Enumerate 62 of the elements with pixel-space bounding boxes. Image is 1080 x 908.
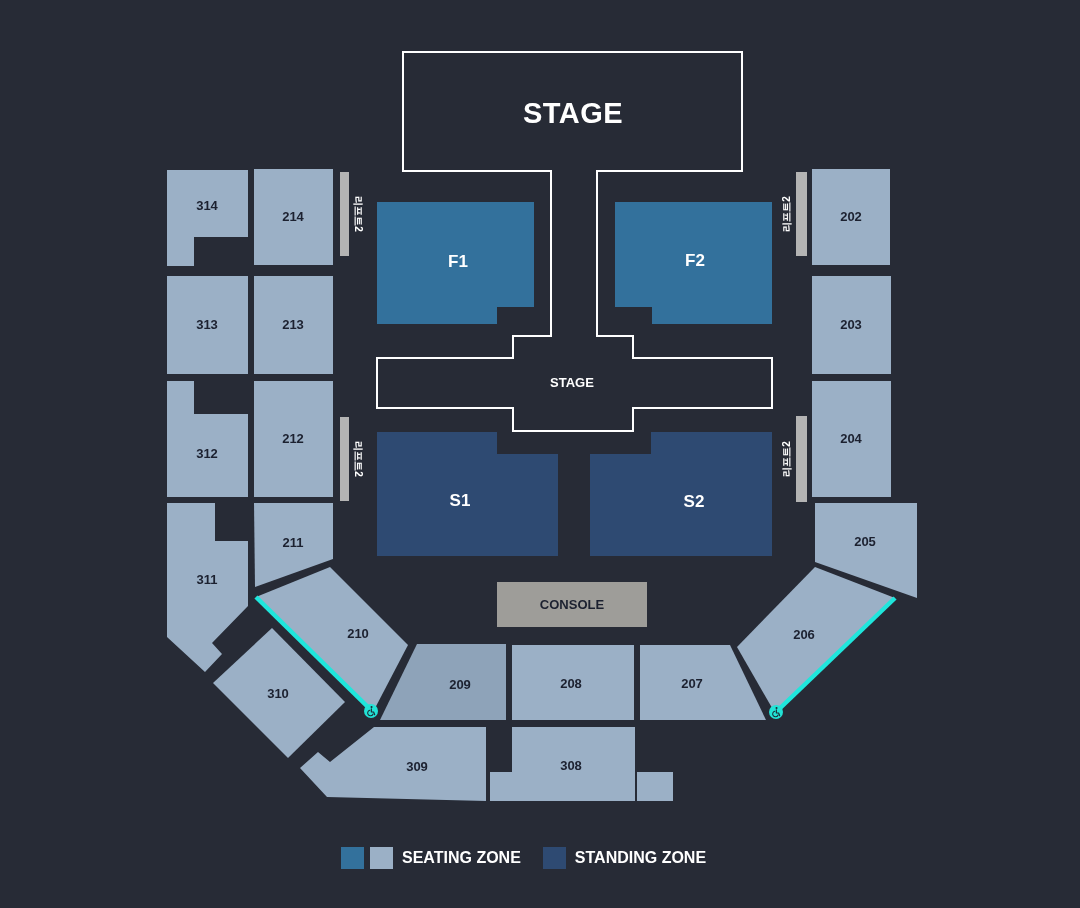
- section-number: 212: [282, 431, 304, 445]
- seating-section: [512, 645, 634, 720]
- lift-label: 리프트2: [353, 441, 363, 477]
- section-number: 207: [681, 676, 703, 690]
- legend-label: SEATING ZONE: [402, 850, 521, 866]
- section-number: 313: [196, 317, 218, 331]
- section-number: 213: [282, 317, 304, 331]
- section-number: 210: [347, 626, 369, 640]
- section-number: 214: [282, 209, 304, 223]
- section-number: 206: [793, 627, 815, 641]
- seating-section: [167, 170, 248, 266]
- seating-section: [640, 645, 766, 720]
- section-number: 208: [560, 676, 582, 690]
- section-number: 205: [854, 534, 876, 548]
- lift-bar: [796, 416, 807, 502]
- lift-bar: [340, 172, 349, 256]
- stage-outline: [377, 52, 772, 431]
- floor-seating-block: [615, 202, 772, 324]
- console-area: [497, 582, 647, 627]
- seating-section: [812, 276, 891, 374]
- seating-section: [254, 169, 333, 265]
- section-number: 312: [196, 446, 218, 460]
- section-number: 211: [282, 535, 304, 549]
- section-number: 308: [560, 758, 582, 772]
- seating-section: [167, 381, 248, 497]
- seating-section: [637, 772, 673, 801]
- seating-section: [300, 727, 486, 801]
- seating-section: [490, 727, 635, 801]
- section-number: 203: [840, 317, 862, 331]
- lift-bar: [796, 172, 807, 256]
- zone-label: S1: [449, 491, 471, 509]
- seating-section: [167, 503, 248, 672]
- zone-label: S2: [683, 492, 705, 510]
- lift-bar: [340, 417, 349, 501]
- console-label: CONSOLE: [539, 597, 605, 611]
- section-number: 311: [196, 572, 218, 586]
- stage-label: STAGE: [522, 98, 624, 128]
- section-number: 209: [449, 677, 471, 691]
- seating-section: [254, 503, 333, 587]
- stage-label: STAGE: [550, 375, 594, 389]
- section-number: 309: [406, 759, 428, 773]
- standing-zone-block: [590, 432, 772, 556]
- section-number: 204: [840, 431, 862, 445]
- seating-section: [815, 503, 917, 598]
- seating-section: [812, 169, 890, 265]
- zone-label: F2: [685, 251, 705, 269]
- zone-label: F1: [448, 252, 468, 270]
- standing-zone-block: [377, 432, 558, 556]
- floor-seating-block: [377, 202, 534, 324]
- seating-section: [167, 276, 248, 374]
- seating-section: [380, 644, 506, 720]
- lift-label: 리프트2: [782, 441, 792, 477]
- seating-section: [254, 276, 333, 374]
- lift-label: 리프트2: [782, 196, 792, 232]
- seating-section: [812, 381, 891, 497]
- seating-section: [254, 381, 333, 497]
- lift-label: 리프트2: [353, 196, 363, 232]
- section-number: 314: [196, 198, 218, 212]
- legend-label: STANDING ZONE: [574, 850, 707, 866]
- section-number: 310: [267, 686, 289, 700]
- seating-section: [213, 628, 345, 758]
- section-number: 202: [840, 209, 862, 223]
